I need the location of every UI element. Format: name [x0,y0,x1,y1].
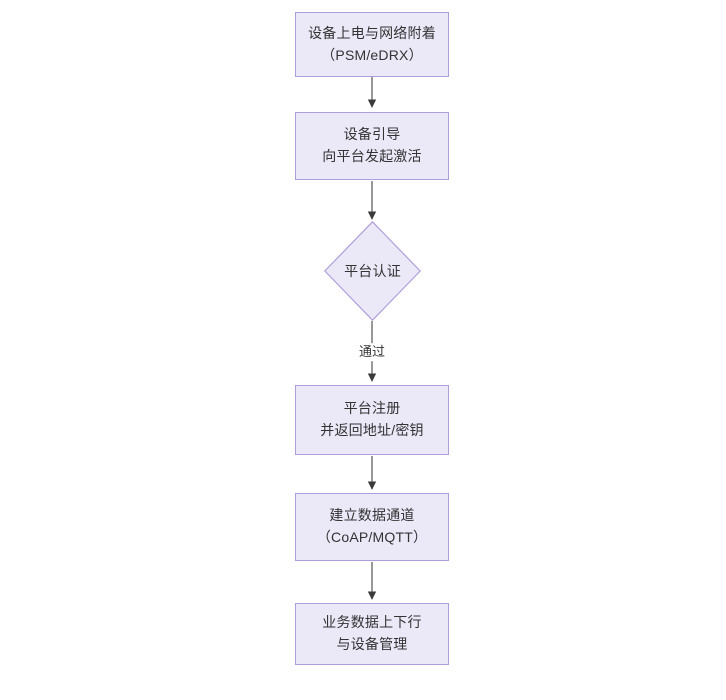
node-label-line: 建立数据通道 [329,507,415,524]
node-establish-data-channel[interactable]: 建立数据通道 （CoAP/MQTT） [295,493,449,561]
node-label-line: 与设备管理 [336,636,408,652]
node-platform-register[interactable]: 平台注册 并返回地址/密钥 [295,385,449,455]
node-label-line: 设备引导 [343,126,401,143]
node-device-power-on[interactable]: 设备上电与网络附着 （PSM/eDRX） [295,12,449,77]
decision-diamond-shape [324,221,421,321]
node-business-data-and-device-mgmt[interactable]: 业务数据上下行 与设备管理 [295,603,449,665]
node-label-line: 平台注册 [343,400,401,417]
node-device-bootstrap[interactable]: 设备引导 向平台发起激活 [295,112,449,180]
node-platform-auth-decision[interactable]: 平台认证 [324,221,421,321]
node-label-line: 平台认证 [344,263,401,279]
node-label-line: 设备上电与网络附着 [308,24,436,41]
node-label-line: （CoAP/MQTT） [316,529,428,545]
node-label-line: 业务数据上下行 [322,614,422,631]
edge-label-pass: 通过 [355,343,389,361]
node-label-line: 向平台发起激活 [322,148,422,164]
decision-label: 平台认证 [324,221,421,321]
node-label-line: 并返回地址/密钥 [320,422,424,438]
node-label-line: （PSM/eDRX） [321,46,423,63]
